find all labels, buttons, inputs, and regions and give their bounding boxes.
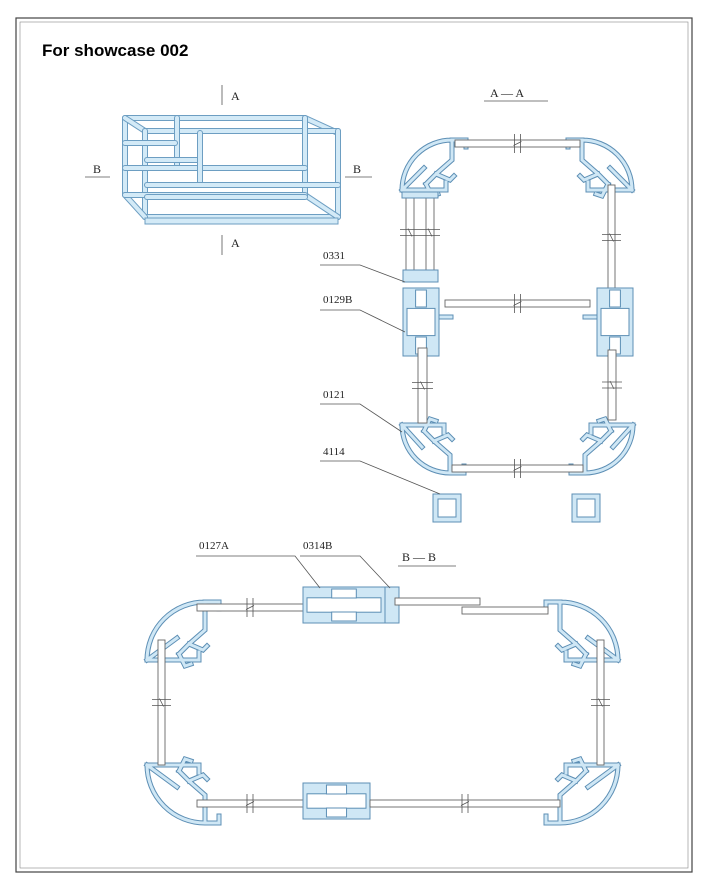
leader-line xyxy=(196,555,321,589)
profile-0129b xyxy=(402,287,440,357)
section-aa-heading: A — A xyxy=(490,86,524,100)
section-mark-b-left: B xyxy=(93,162,101,176)
break-mark xyxy=(460,794,470,813)
break-mark xyxy=(152,698,171,707)
frame-tube-fill xyxy=(303,193,340,219)
part-label-0314b: 0314B xyxy=(303,540,332,552)
profile-slot xyxy=(331,611,357,622)
profile-4114-hole xyxy=(437,498,457,518)
section-bb-heading: B — B xyxy=(402,550,436,564)
profile-outline xyxy=(398,137,469,200)
profile-fill xyxy=(144,600,221,668)
part-label-0129b: 0129B xyxy=(323,294,352,306)
break-mark xyxy=(591,698,610,707)
profile-fill xyxy=(144,757,221,825)
profile-outline xyxy=(543,599,622,670)
leader-line xyxy=(320,309,406,333)
page-title: For showcase 002 xyxy=(42,41,188,60)
corner-profile-0121 xyxy=(143,755,222,826)
profile-chamber xyxy=(406,307,436,337)
break-mark xyxy=(412,381,433,390)
break-mark xyxy=(400,228,420,237)
section-b-b: B — B 0127A 0314B xyxy=(143,540,622,826)
frame-tube-fill xyxy=(123,193,147,219)
section-mark-a-top: A xyxy=(231,89,240,103)
corner-profile-0121 xyxy=(543,599,622,670)
leader-line xyxy=(320,460,441,495)
break-mark xyxy=(245,794,255,813)
leader-line xyxy=(320,264,406,283)
profile-outline xyxy=(565,137,636,200)
break-mark xyxy=(602,233,621,242)
profile-slot xyxy=(325,807,348,818)
corner-profile-0121 xyxy=(568,415,637,476)
profile-fin xyxy=(582,314,598,320)
frame-base-plinth xyxy=(144,217,339,225)
profile-slot xyxy=(331,588,357,599)
section-mark-b-right: B xyxy=(353,162,361,176)
part-label-0121: 0121 xyxy=(323,389,345,401)
inner-frame xyxy=(19,21,689,869)
profile-0129b-right xyxy=(596,287,634,357)
leader-line xyxy=(320,403,403,433)
profile-chamber xyxy=(306,597,382,613)
profile-fin xyxy=(438,314,454,320)
break-mark xyxy=(513,459,522,478)
glass-pane xyxy=(461,606,549,615)
profile-fill xyxy=(399,138,468,198)
profile-fill xyxy=(399,417,466,475)
corner-profile-0121 xyxy=(143,599,222,670)
profile-chamber xyxy=(306,793,367,809)
profile-fill xyxy=(569,417,636,475)
profile-slot xyxy=(415,289,427,308)
profile-0127a xyxy=(302,586,386,624)
glass-pane xyxy=(394,597,481,606)
profile-4114-hole xyxy=(576,498,596,518)
profile-fill xyxy=(566,138,635,198)
frame-tube-fill xyxy=(123,116,147,133)
profile-outline xyxy=(543,755,622,826)
section-mark-a-bottom: A xyxy=(231,236,240,250)
corner-profile-0121 xyxy=(398,415,467,476)
corner-profile-0121 xyxy=(543,755,622,826)
break-mark xyxy=(602,380,622,390)
corner-profile-0121 xyxy=(565,137,636,200)
profile-fill xyxy=(544,600,621,668)
profile-slot xyxy=(325,784,348,795)
profile-slot xyxy=(609,289,621,308)
profile-outline xyxy=(143,755,222,826)
break-mark xyxy=(420,228,440,237)
profile-0127a-bottom xyxy=(302,782,371,820)
showcase-perspective-view: A A B B xyxy=(85,85,372,255)
break-mark xyxy=(513,134,522,153)
part-label-4114: 4114 xyxy=(323,446,345,458)
profile-chamber xyxy=(600,307,630,337)
break-mark xyxy=(245,598,255,617)
corner-profile-0121 xyxy=(398,137,469,200)
profile-0331-top xyxy=(401,191,439,199)
leader-line xyxy=(300,555,391,589)
part-label-0331: 0331 xyxy=(323,250,345,262)
part-label-0127a: 0127A xyxy=(199,540,229,552)
break-mark xyxy=(513,294,522,313)
section-a-a: A — A 0331 0129B 0121 4114 xyxy=(320,86,637,523)
outer-frame xyxy=(15,17,693,873)
profile-fill xyxy=(544,757,621,825)
profile-0331 xyxy=(402,269,439,283)
